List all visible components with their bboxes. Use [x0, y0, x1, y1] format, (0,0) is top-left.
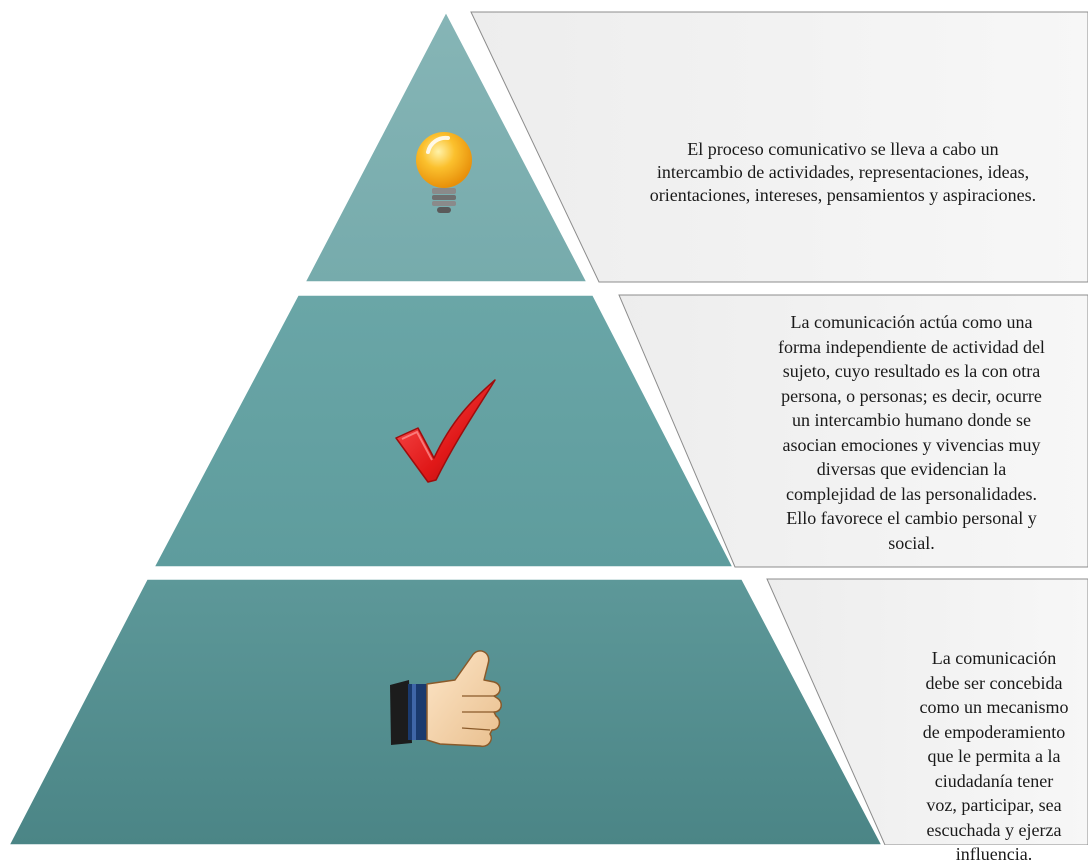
pyramid-tier-middle [152, 294, 735, 568]
text-panel-3 [766, 578, 1088, 845]
text-panel-1 [470, 11, 1088, 283]
pyramid-diagram [8, 10, 1088, 845]
text-panel-2 [618, 294, 1088, 568]
tier-2-text: La comunicación actúa como una forma ind… [778, 312, 1045, 553]
checkmark-icon [395, 379, 496, 483]
thumbs-up-icon [390, 650, 502, 748]
tier-3-text: La comunicación debe ser concebida como … [919, 648, 1069, 864]
tier-1-text: El proceso comunicativo se lleva a cabo … [649, 139, 1037, 205]
lightbulb-icon [416, 132, 472, 213]
